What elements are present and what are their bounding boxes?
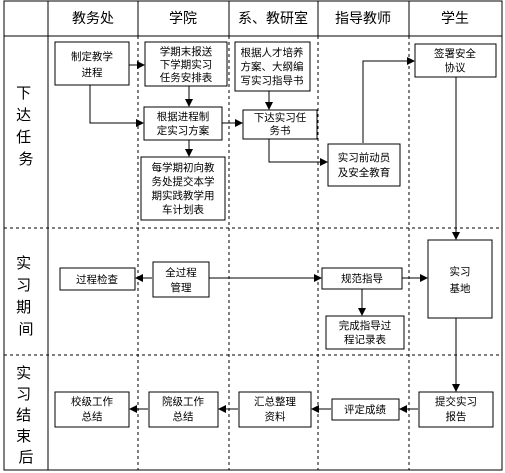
svg-text:校级工作总结: 校级工作总结: [71, 395, 113, 423]
node-internship-base: 实习基地: [427, 239, 493, 319]
node-school-summary: 校级工作总结: [54, 391, 130, 428]
svg-text:根据人才培养方案、大纲编写实习指导书: 根据人才培养方案、大纲编写实习指导书: [241, 46, 304, 87]
svg-text:评定成绩: 评定成绩: [344, 403, 386, 416]
node-safety-agreement: 签署安全协议: [414, 43, 497, 78]
edge-briefing-to-safety: [362, 57, 415, 143]
node-pre-briefing: 实习前动员及安全教育: [327, 143, 401, 187]
flow-edges: [89, 57, 460, 413]
svg-text:实习基地: 实习基地: [450, 265, 471, 295]
node-write-guide: 根据人才培养方案、大纲编写实习指导书: [234, 41, 311, 92]
svg-text:签署安全协议: 签署安全协议: [434, 47, 476, 74]
phase-label-during: 实 习 期 间: [16, 254, 36, 338]
node-issue-taskbook: 下达实习任务书: [242, 109, 318, 140]
svg-text:完成指导过程记录表: 完成指导过程记录表: [339, 319, 392, 346]
flow-nodes: 制定教学进程 学期末报送下学期实习任务安排表 根据人才培养方案、大纲编写实习指导…: [54, 41, 497, 428]
phase-label-assign: 下 达 任 务: [16, 84, 36, 168]
lane-header-college: 学院: [169, 11, 197, 27]
edge-plan-to-scheme: [89, 85, 144, 127]
node-guidance-record: 完成指导过程记录表: [325, 315, 405, 350]
svg-text:提交实习报告: 提交实习报告: [435, 395, 477, 423]
lane-header-advisor: 指导教师: [335, 11, 391, 27]
phase-dividers: [4, 227, 502, 356]
lane-header-department: 系、教研室: [238, 10, 308, 27]
svg-text:过程检查: 过程检查: [76, 273, 118, 286]
phase-labels: 下 达 任 务 实 习 期 间 实 习 结 束 后: [16, 84, 36, 466]
svg-text:汇总整理资料: 汇总整理资料: [254, 395, 296, 423]
svg-text:规范指导: 规范指导: [341, 272, 383, 285]
lane-headers: 教务处 学院 系、教研室 指导教师 学生: [72, 10, 469, 27]
svg-text:实习前动员及安全教育: 实习前动员及安全教育: [338, 151, 391, 179]
lane-dividers: [137, 36, 410, 470]
lane-header-student: 学生: [441, 11, 469, 27]
svg-text:院级工作总结: 院级工作总结: [162, 395, 204, 423]
node-college-summary: 院级工作总结: [148, 391, 219, 428]
node-compile-materials: 汇总整理资料: [238, 391, 312, 428]
node-assess-grades: 评定成绩: [331, 398, 400, 421]
svg-text:下达实习任务书: 下达实习任务书: [254, 111, 307, 137]
diagram-frame: [3, 0, 503, 471]
node-standard-guidance: 规范指导: [321, 267, 403, 290]
node-formulate-plan: 制定教学进程: [54, 41, 130, 86]
node-internship-scheme: 根据进程制定实习方案: [143, 106, 223, 141]
svg-text:制定教学进程: 制定教学进程: [71, 50, 113, 79]
node-full-management: 全过程管理: [152, 261, 210, 298]
node-submit-report: 提交实习报告: [418, 391, 494, 428]
svg-text:全过程管理: 全过程管理: [165, 266, 197, 294]
node-vehicle-plan: 每学期初向教务处提交本学期实践教学用车计划表: [140, 156, 226, 221]
node-internship-schedule: 学期末报送下学期实习任务安排表: [144, 41, 228, 87]
svg-text:学期末报送下学期实习任务安排表: 学期末报送下学期实习任务安排表: [160, 45, 213, 84]
phase-label-after: 实 习 结 束 后: [16, 364, 36, 466]
svg-text:每学期初向教务处提交本学期实践教学用车计划表: 每学期初向教务处提交本学期实践教学用车计划表: [152, 161, 215, 216]
node-process-check: 过程检查: [59, 267, 136, 291]
lane-header-academic-affairs: 教务处: [72, 11, 114, 27]
svg-text:根据进程制定实习方案: 根据进程制定实习方案: [157, 110, 210, 137]
edge-taskbook-to-briefing: [268, 139, 328, 166]
